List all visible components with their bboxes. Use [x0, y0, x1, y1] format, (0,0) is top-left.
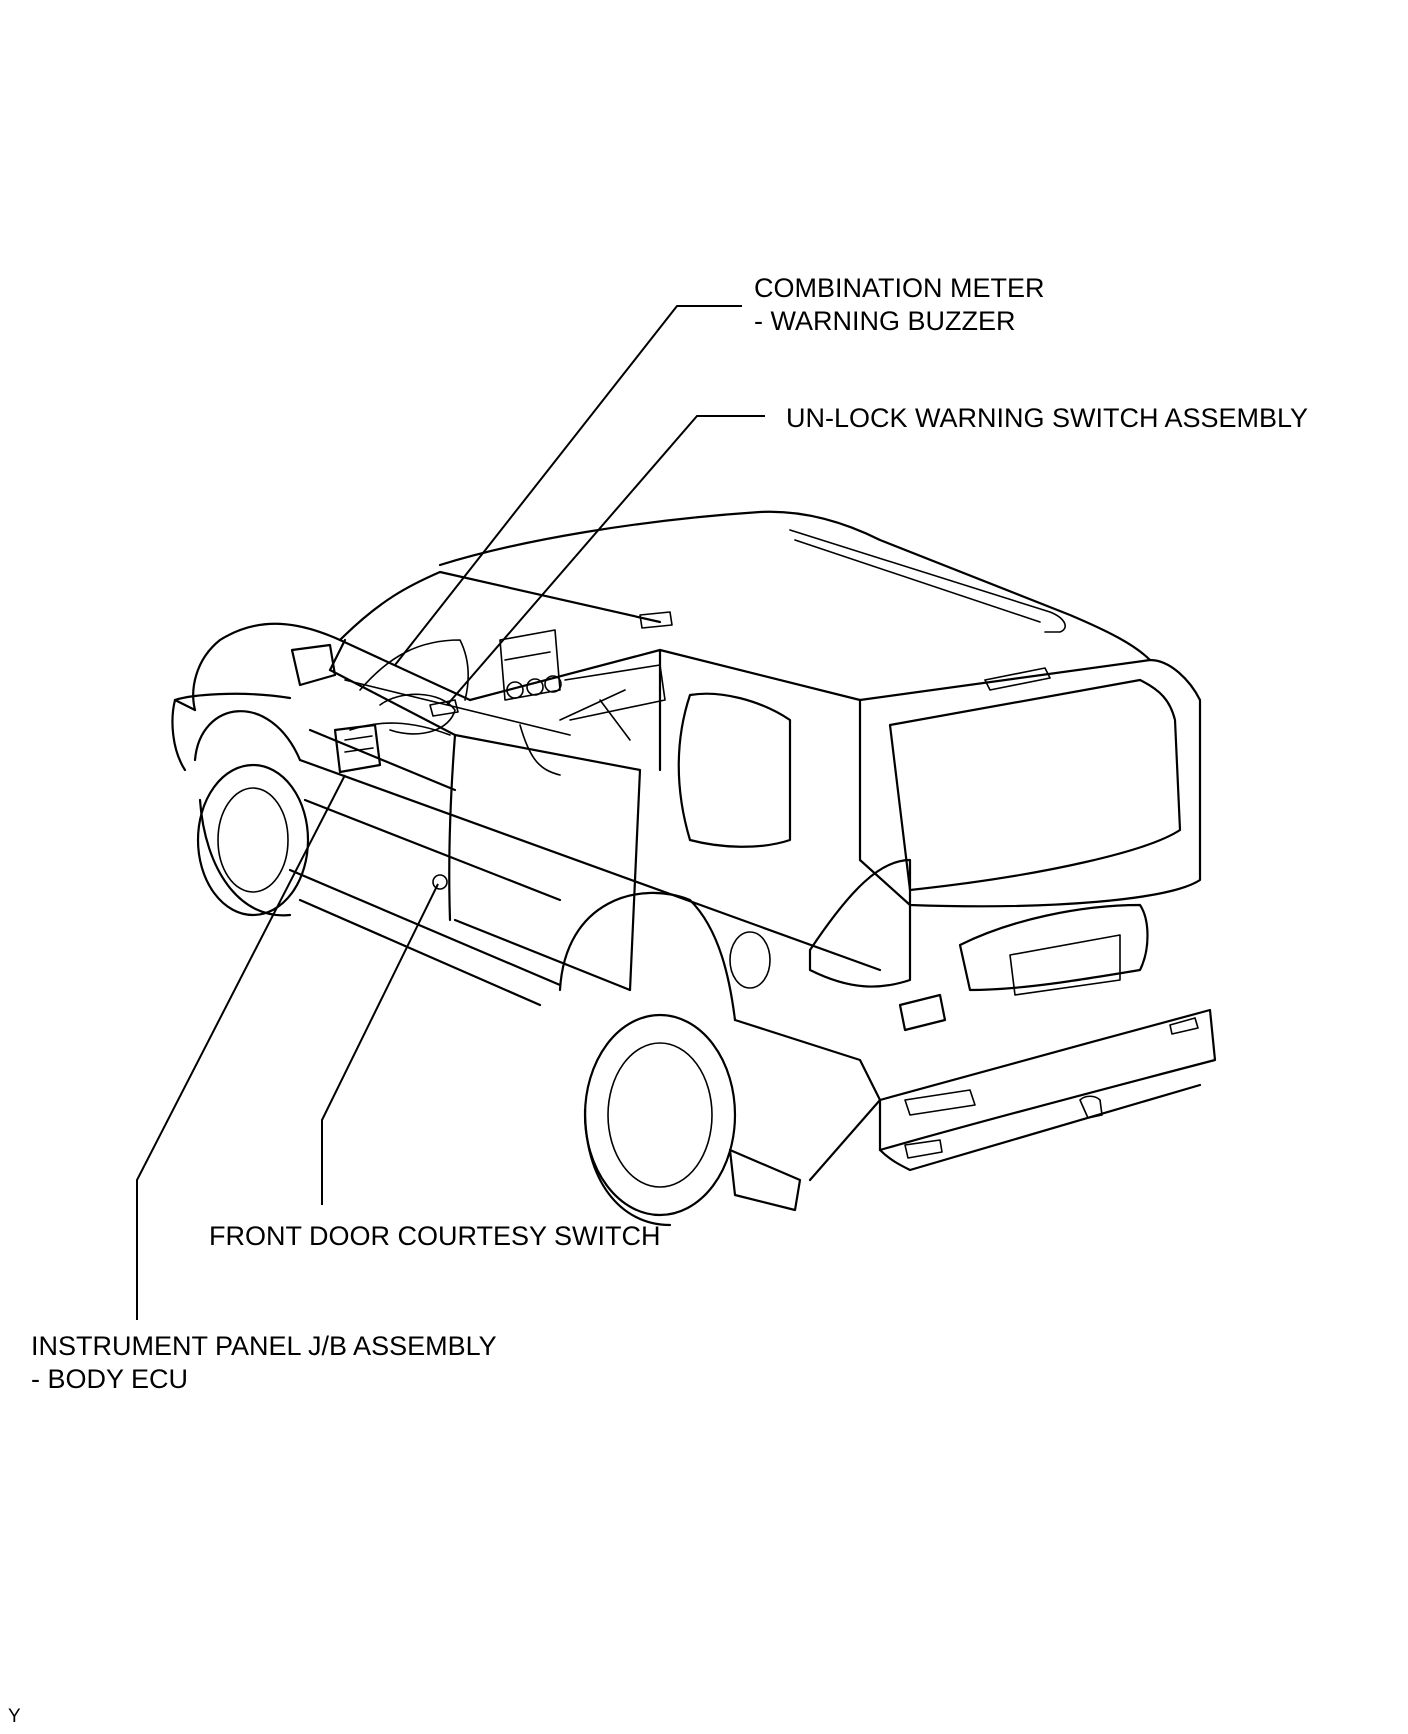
label-instrument-panel-jb: INSTRUMENT PANEL J/B ASSEMBLY - BODY ECU — [31, 1330, 497, 1396]
label-front-door-courtesy-switch: FRONT DOOR COURTESY SWITCH — [209, 1221, 661, 1251]
label-unlock-warning-switch: UN-LOCK WARNING SWITCH ASSEMBLY — [786, 403, 1309, 433]
dashboard — [333, 611, 673, 890]
leader-combination-meter — [394, 305, 742, 666]
label-combination-meter: COMBINATION METER - WARNING BUZZER — [754, 272, 1045, 338]
leader-instrument-panel-jb — [136, 774, 346, 1320]
leader-unlock-warning-switch — [446, 415, 765, 706]
leader-front-door-courtesy-switch — [321, 883, 439, 1205]
label-instrument-panel-jb-line1: INSTRUMENT PANEL J/B ASSEMBLY — [31, 1331, 497, 1361]
figure-code: Y — [8, 1706, 21, 1727]
vehicle-body — [171, 510, 1152, 1227]
label-combination-meter-line2: - WARNING BUZZER — [754, 306, 1016, 336]
leader-lines — [136, 305, 765, 1320]
rear-hatch — [858, 658, 1217, 1172]
label-combination-meter-line1: COMBINATION METER — [754, 273, 1045, 303]
label-instrument-panel-jb-line2: - BODY ECU — [31, 1364, 189, 1394]
